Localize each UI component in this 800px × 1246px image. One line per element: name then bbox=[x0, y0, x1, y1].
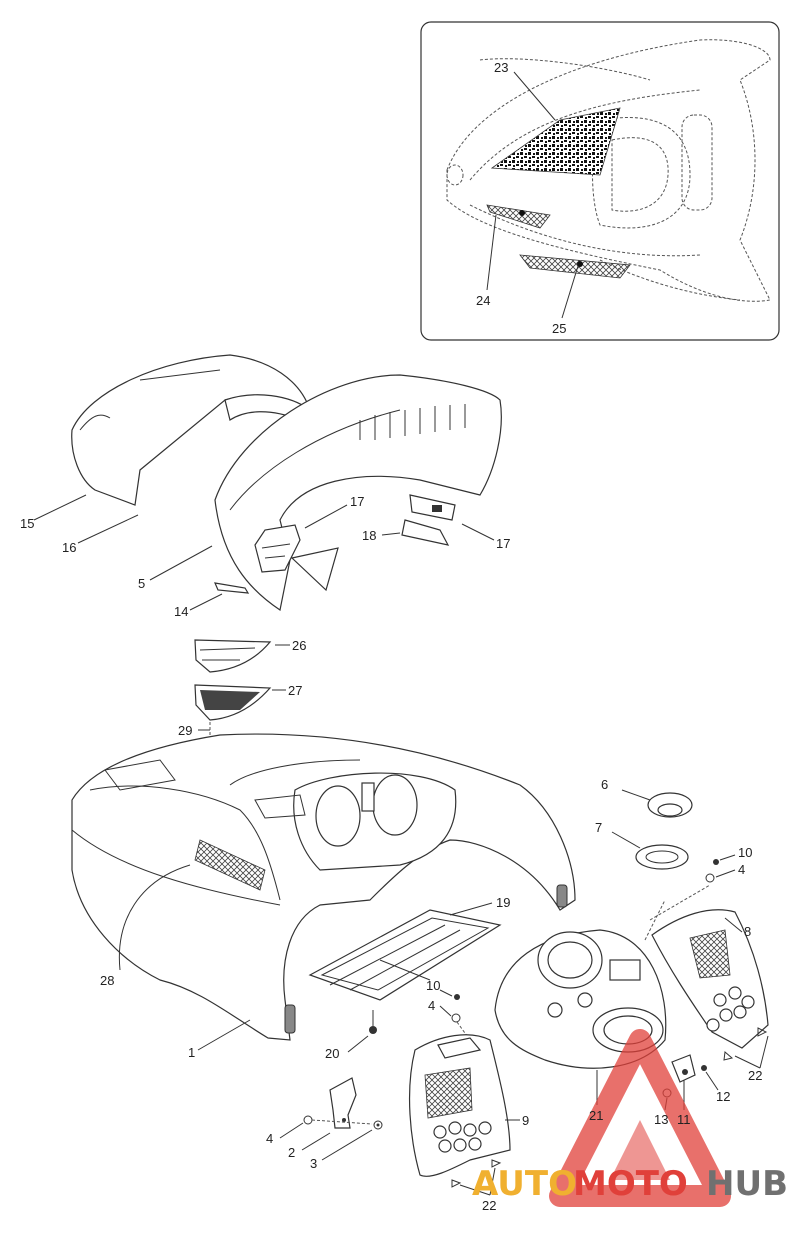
side-panel-right bbox=[651, 909, 769, 1069]
label-18: 18 bbox=[362, 528, 376, 543]
label-22-a: 22 bbox=[748, 1068, 762, 1083]
label-3: 3 bbox=[310, 1156, 317, 1171]
tray-part bbox=[308, 902, 502, 1053]
label-16: 16 bbox=[62, 540, 76, 555]
label-13: 13 bbox=[654, 1112, 668, 1127]
watermark-auto: AUTO bbox=[472, 1164, 577, 1204]
vent-parts-group bbox=[194, 639, 290, 780]
label-19: 19 bbox=[496, 895, 510, 910]
upper-cover-group bbox=[33, 354, 502, 611]
label-7: 7 bbox=[595, 820, 602, 835]
label-11: 11 bbox=[677, 1112, 691, 1127]
label-23: 23 bbox=[494, 60, 508, 75]
label-17-b: 17 bbox=[496, 536, 510, 551]
watermark-hub: HUB bbox=[706, 1164, 788, 1204]
label-4-a: 4 bbox=[738, 862, 745, 877]
watermark: AUTO MOTO HUB bbox=[472, 1029, 788, 1207]
label-29: 29 bbox=[178, 723, 192, 738]
label-5: 5 bbox=[138, 576, 145, 591]
label-10-b: 10 bbox=[426, 978, 440, 993]
bracket-part bbox=[279, 1077, 383, 1161]
watermark-moto: MOTO bbox=[573, 1164, 688, 1204]
label-10-a: 10 bbox=[738, 845, 752, 860]
label-25: 25 bbox=[552, 321, 566, 336]
label-6: 6 bbox=[601, 777, 608, 792]
label-28: 28 bbox=[100, 973, 114, 988]
label-20: 20 bbox=[325, 1046, 339, 1061]
center-console-part bbox=[439, 789, 736, 1111]
label-17-a: 17 bbox=[350, 494, 364, 509]
label-26: 26 bbox=[292, 638, 306, 653]
label-27: 27 bbox=[288, 683, 302, 698]
label-9: 9 bbox=[522, 1113, 529, 1128]
label-1: 1 bbox=[188, 1045, 195, 1060]
side-panel-left bbox=[408, 1034, 520, 1196]
label-4-c: 4 bbox=[266, 1131, 273, 1146]
part-labels: 23 24 25 15 16 5 17 17 18 14 26 27 29 6 … bbox=[20, 60, 762, 1213]
label-2: 2 bbox=[288, 1145, 295, 1160]
label-12: 12 bbox=[716, 1089, 730, 1104]
label-24: 24 bbox=[476, 293, 490, 308]
label-21: 21 bbox=[589, 1108, 603, 1123]
label-15: 15 bbox=[20, 516, 34, 531]
label-4-b: 4 bbox=[428, 998, 435, 1013]
label-14: 14 bbox=[174, 604, 188, 619]
label-8: 8 bbox=[744, 924, 751, 939]
main-body-part bbox=[71, 733, 576, 1051]
detail-inset bbox=[420, 21, 780, 341]
label-22-b: 22 bbox=[482, 1198, 496, 1213]
